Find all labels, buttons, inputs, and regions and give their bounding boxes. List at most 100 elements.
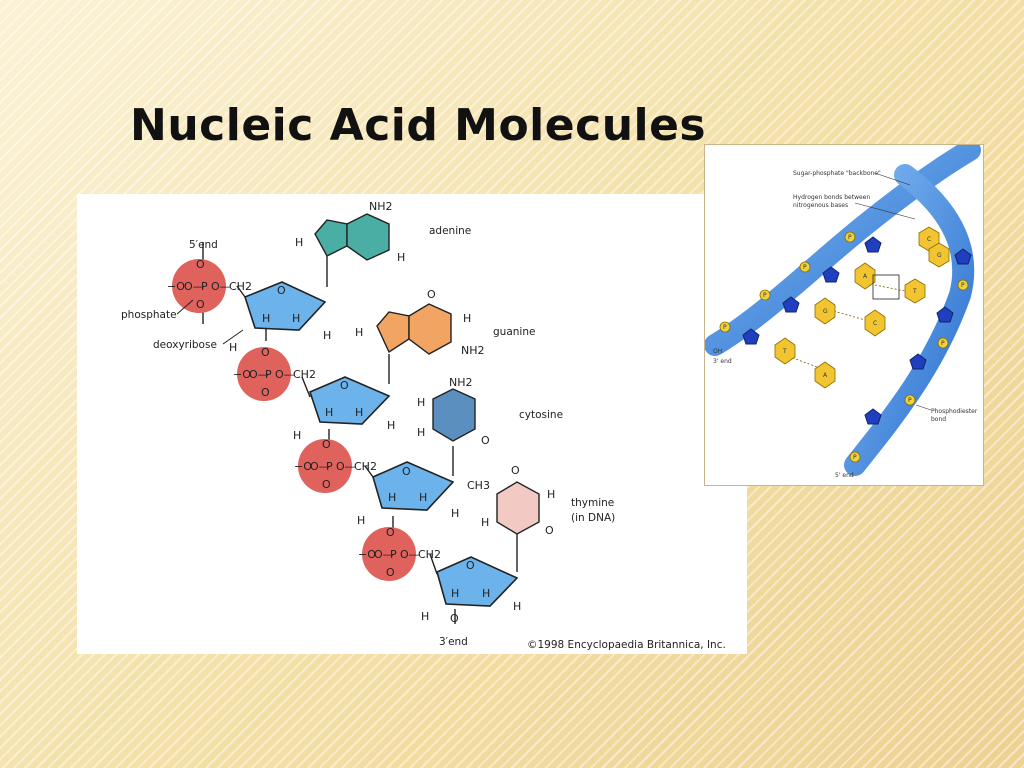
cytosine-label: cytosine bbox=[519, 409, 563, 421]
backbone-ribbon-left bbox=[704, 139, 981, 356]
svg-text:H: H bbox=[417, 396, 425, 409]
svg-text:P: P bbox=[853, 454, 857, 461]
svg-text:O—: O— bbox=[249, 368, 269, 381]
svg-text:P: P bbox=[803, 264, 807, 271]
svg-text:H: H bbox=[325, 406, 333, 419]
svg-text:T: T bbox=[912, 288, 917, 295]
sugar-units bbox=[742, 236, 972, 425]
guanine-base bbox=[376, 303, 452, 355]
svg-text:P: P bbox=[326, 460, 333, 473]
thymine-base bbox=[496, 481, 540, 535]
svg-text:H: H bbox=[421, 610, 429, 623]
svg-text:H: H bbox=[355, 406, 363, 419]
backbone-bonds bbox=[202, 242, 518, 624]
svg-text:H: H bbox=[292, 312, 300, 325]
svg-text:O: O bbox=[322, 438, 331, 451]
svg-text:O—: O— bbox=[184, 280, 204, 293]
svg-text:−O: −O bbox=[294, 460, 312, 473]
svg-text:P: P bbox=[961, 282, 965, 289]
backbone-label: Sugar-phosphate "backbone" bbox=[793, 170, 881, 177]
deoxyribose-sugar bbox=[244, 281, 519, 607]
svg-text:H: H bbox=[295, 236, 303, 249]
svg-text:O: O bbox=[386, 526, 395, 539]
svg-text:NH2: NH2 bbox=[461, 344, 485, 357]
svg-text:O—: O— bbox=[310, 460, 330, 473]
svg-text:H: H bbox=[547, 488, 555, 501]
svg-text:O: O bbox=[545, 524, 554, 537]
svg-text:−O: −O bbox=[358, 548, 376, 561]
svg-text:H: H bbox=[293, 429, 301, 442]
svg-text:O—: O— bbox=[374, 548, 394, 561]
guanine-label: guanine bbox=[493, 326, 535, 338]
svg-text:O: O bbox=[340, 379, 349, 392]
svg-text:O: O bbox=[277, 284, 286, 297]
svg-text:P: P bbox=[723, 324, 727, 331]
phosphodiester-label-line1: Phosphodiester bbox=[931, 408, 978, 415]
svg-text:O: O bbox=[427, 288, 436, 301]
hbonds-leader bbox=[854, 202, 916, 220]
phosphate-group bbox=[172, 259, 416, 581]
svg-text:O: O bbox=[450, 612, 459, 625]
svg-text:CH2: CH2 bbox=[293, 368, 316, 381]
svg-text:O: O bbox=[402, 465, 411, 478]
svg-text:H: H bbox=[357, 514, 365, 527]
phosphodiester-label-line2: bond bbox=[931, 416, 946, 423]
svg-text:A: A bbox=[823, 372, 828, 379]
svg-text:CH2: CH2 bbox=[229, 280, 252, 293]
svg-text:H: H bbox=[451, 507, 459, 520]
svg-text:H: H bbox=[355, 326, 363, 339]
svg-text:P: P bbox=[390, 548, 397, 561]
svg-text:H: H bbox=[397, 251, 405, 264]
three-end-label: 3' end bbox=[713, 358, 732, 365]
svg-text:O: O bbox=[466, 559, 475, 572]
svg-text:A: A bbox=[863, 273, 868, 280]
five-end-label: 5′end bbox=[189, 239, 218, 251]
phosphate-label: phosphate bbox=[121, 309, 177, 321]
svg-text:H: H bbox=[463, 312, 471, 325]
adenine-base bbox=[314, 213, 390, 261]
svg-text:O: O bbox=[511, 464, 520, 477]
phosphate-leader bbox=[176, 299, 194, 315]
svg-text:G: G bbox=[937, 252, 942, 259]
svg-text:H: H bbox=[419, 491, 427, 504]
svg-text:G: G bbox=[823, 308, 828, 315]
deoxyribose-label: deoxyribose bbox=[153, 339, 217, 351]
five-end-label: 5' end bbox=[835, 472, 854, 479]
slide-title: Nucleic Acid Molecules bbox=[130, 100, 707, 151]
svg-text:T: T bbox=[782, 348, 787, 355]
svg-text:H: H bbox=[262, 312, 270, 325]
svg-text:O—: O— bbox=[211, 280, 231, 293]
backbone-leader bbox=[874, 172, 911, 186]
svg-text:O: O bbox=[386, 566, 395, 579]
backbone-ribbon-right bbox=[844, 164, 975, 476]
three-end-label: 3′end bbox=[439, 636, 468, 648]
svg-text:O: O bbox=[196, 298, 205, 311]
oh-label: OH bbox=[713, 348, 722, 355]
svg-text:CH3: CH3 bbox=[467, 479, 490, 492]
adenine-label: adenine bbox=[429, 225, 471, 237]
svg-text:P: P bbox=[908, 397, 912, 404]
svg-text:O—: O— bbox=[275, 368, 295, 381]
cytosine-base bbox=[432, 388, 476, 442]
svg-text:CH2: CH2 bbox=[418, 548, 441, 561]
nucleotide-structure-diagram: O −O O— P O— CH2 O O −O O— P O— CH2 O O … bbox=[77, 194, 747, 654]
hbonds-label-line1: Hydrogen bonds between bbox=[793, 194, 870, 201]
svg-text:P: P bbox=[941, 340, 945, 347]
svg-text:H: H bbox=[417, 426, 425, 439]
svg-text:O—: O— bbox=[336, 460, 356, 473]
svg-text:H: H bbox=[387, 419, 395, 432]
svg-text:CH2: CH2 bbox=[354, 460, 377, 473]
svg-text:O: O bbox=[322, 478, 331, 491]
svg-text:H: H bbox=[451, 587, 459, 600]
svg-text:P: P bbox=[201, 280, 208, 293]
svg-text:P: P bbox=[763, 292, 767, 299]
svg-text:O: O bbox=[481, 434, 490, 447]
svg-text:H: H bbox=[481, 516, 489, 529]
svg-text:O: O bbox=[261, 346, 270, 359]
phosphodiester-leader bbox=[915, 404, 932, 411]
svg-text:H: H bbox=[388, 491, 396, 504]
thymine-label: thymine bbox=[571, 497, 614, 509]
svg-text:H: H bbox=[482, 587, 490, 600]
svg-text:H: H bbox=[229, 341, 237, 354]
svg-text:−O: −O bbox=[167, 280, 185, 293]
